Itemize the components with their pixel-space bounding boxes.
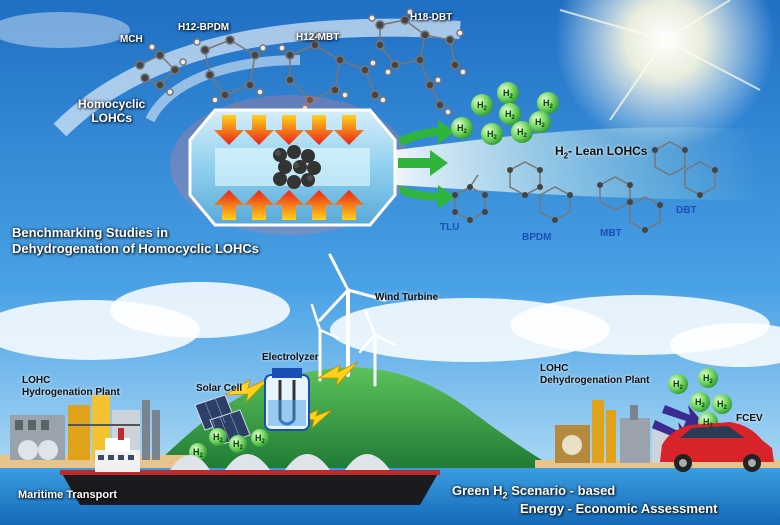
h2-bubble-label: H2 <box>233 439 244 451</box>
h2-bubble-label: H2 <box>703 373 714 385</box>
h2-bubble-label: H2 <box>457 123 468 135</box>
lng-ship <box>60 428 440 505</box>
h2-bubble-label: H2 <box>703 417 714 429</box>
heat-arrows-down <box>214 115 364 145</box>
label-homocyclic-lohcs: Homocyclic LOHCs <box>78 97 146 125</box>
label-maritime-transport: Maritime Transport <box>18 489 118 501</box>
output-arrows <box>398 120 455 209</box>
energy-economic-line: Energy - Economic Assessment <box>520 501 718 516</box>
benchmark-title-line1: Benchmarking Studies in <box>12 225 169 240</box>
h2-bubble-label: H2 <box>487 129 498 141</box>
green-h2-scenario-line: Green H2 Scenario - based <box>452 483 616 501</box>
benchmark-title-line2: Dehydrogenation of Homocyclic LOHCs <box>12 241 260 256</box>
h2-bubble-label: H2 <box>213 432 224 444</box>
fcev-car <box>660 422 774 472</box>
label-dbt: DBT <box>676 205 697 216</box>
label-h12-bpdm: H12-BPDM <box>178 22 230 33</box>
label-h18-dbt: H18-DBT <box>410 12 453 23</box>
label-tlu: TLU <box>440 222 460 233</box>
h2-bubble-label: H2 <box>535 117 546 129</box>
label-fcev: FCEV <box>736 413 763 424</box>
electrolyzer-unit <box>264 368 310 431</box>
h2-bubble-label: H2 <box>477 100 488 112</box>
h2-bubble-label: H2 <box>255 433 266 445</box>
h2-bubble-label: H2 <box>673 379 684 391</box>
h2-bubble-label: H2 <box>503 88 514 100</box>
label-wind-turbine: Wind Turbine <box>375 292 439 303</box>
label-mch: MCH <box>120 34 143 45</box>
h2-bubble-label: H2 <box>717 399 728 411</box>
label-h12-mbt: H12-MBT <box>296 32 340 43</box>
molecule-mch <box>135 43 187 96</box>
h2-bubbles-top <box>451 82 559 145</box>
dehydrogenation-plant-illustration <box>555 400 670 463</box>
wind-turbines <box>310 253 397 387</box>
h2-bubble-label: H2 <box>505 109 516 121</box>
label-dehydrogenation-plant: LOHC Dehydrogenation Plant <box>540 363 650 386</box>
label-mbt: MBT <box>600 228 622 239</box>
h2-bubble-label: H2 <box>695 397 706 409</box>
h2-bubbles-hill <box>189 428 269 461</box>
label-electrolyzer: Electrolyzer <box>262 352 319 363</box>
heat-arrows-up <box>214 190 364 220</box>
molecule-h18-dbt <box>368 8 467 116</box>
label-bpdm: BPDM <box>522 232 552 243</box>
h2-bubble-label: H2 <box>543 98 554 110</box>
h2-bubble-label: H2 <box>193 447 204 459</box>
h2-bubble-label: H2 <box>517 127 528 139</box>
label-h2-lean-lohcs: H2- Lean LOHCs <box>555 144 648 161</box>
label-solar-cell: Solar Cell <box>196 383 243 394</box>
label-hydrogenation-plant: LOHC Hydrogenation Plant <box>22 375 120 398</box>
